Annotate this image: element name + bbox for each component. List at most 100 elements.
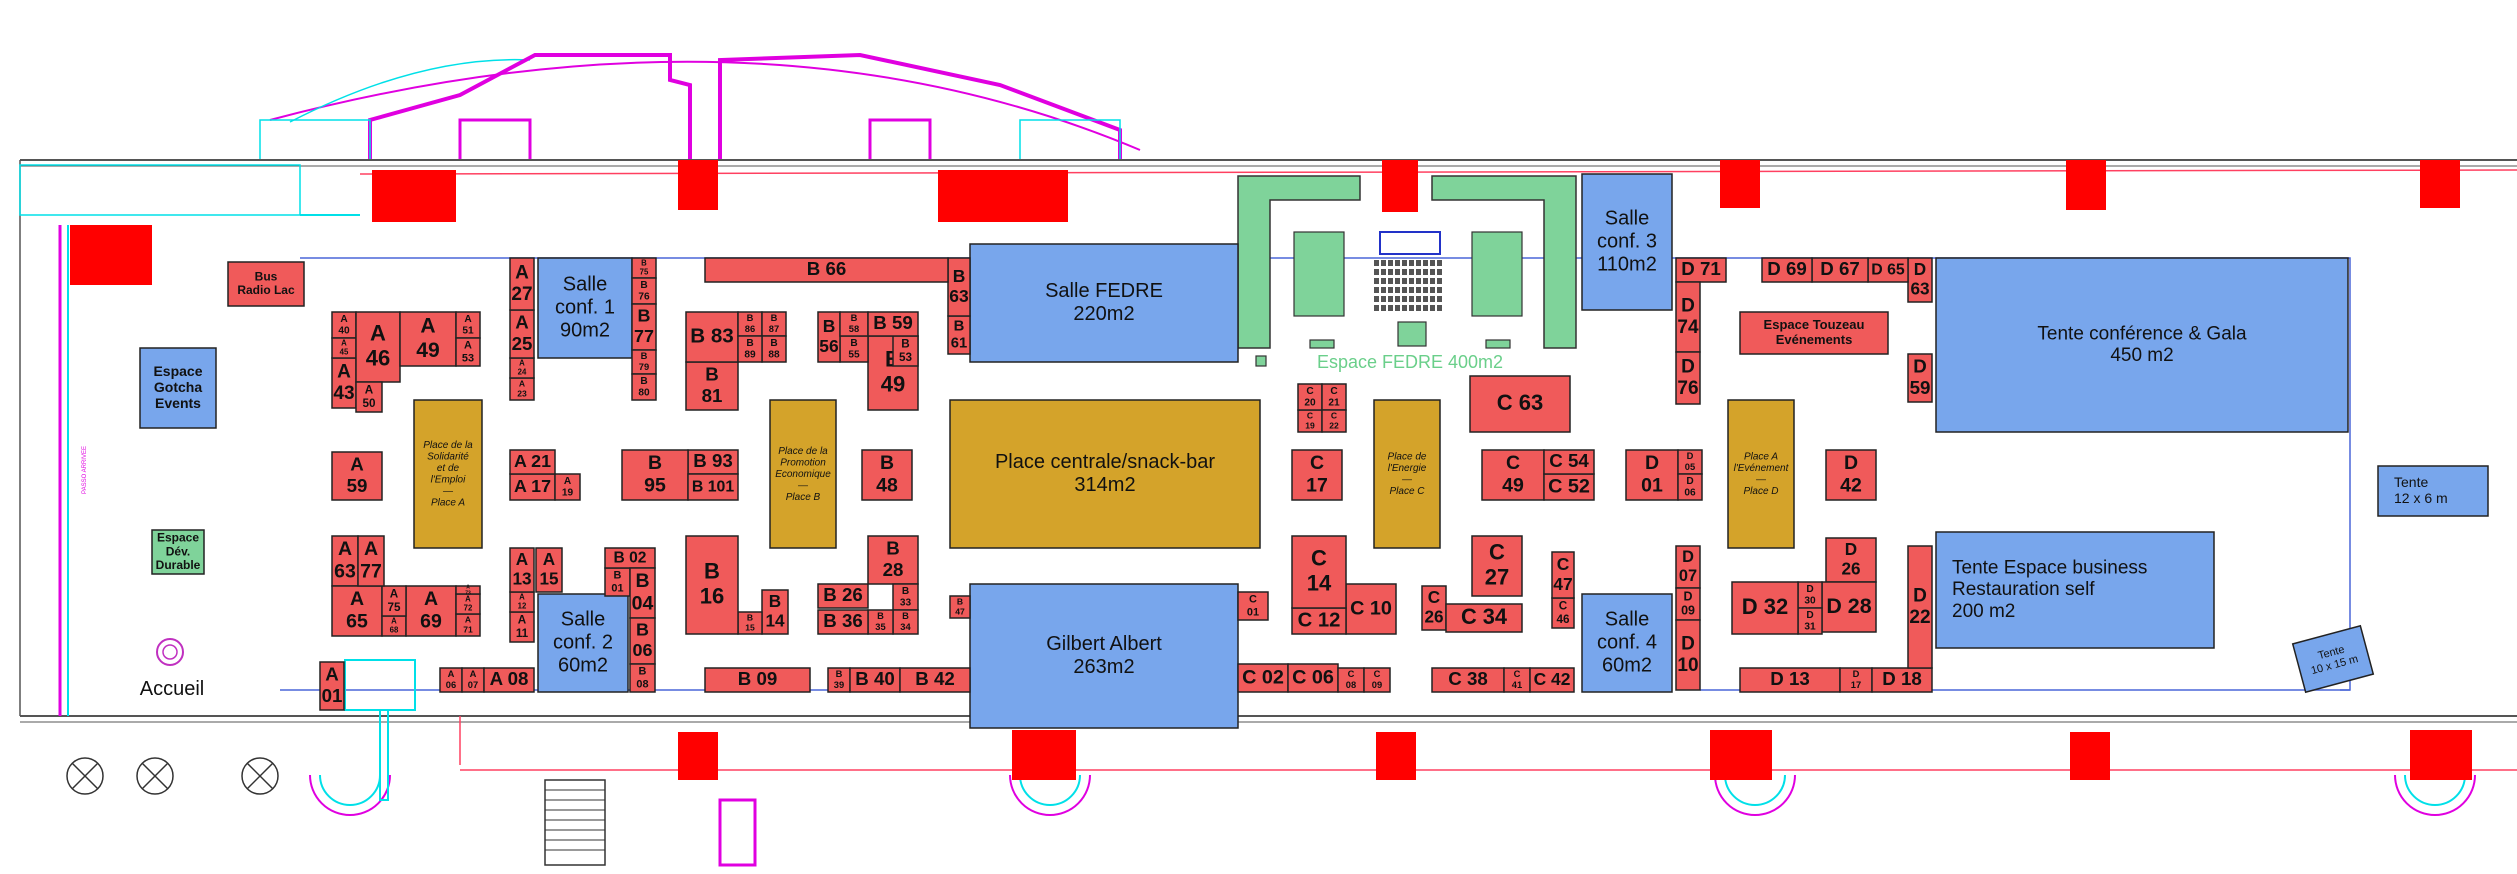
pillar bbox=[678, 160, 718, 210]
stand-c54-box bbox=[1543, 449, 1595, 475]
fedre-seat bbox=[1409, 278, 1414, 284]
fedre-block bbox=[1255, 355, 1267, 367]
stand-b79-box bbox=[631, 349, 657, 375]
stand-b63-box bbox=[947, 257, 971, 317]
stand-c12-label: C 12 bbox=[1298, 610, 1341, 632]
stand-b02: B 02 bbox=[604, 547, 656, 569]
stand-b40-box bbox=[849, 667, 901, 693]
room-tente-10x15: Tente10 x 15 m bbox=[2291, 624, 2375, 694]
stand-a01-box bbox=[319, 661, 345, 711]
stand-d13-box bbox=[1739, 667, 1841, 693]
stand-c42: C 42 bbox=[1529, 667, 1575, 693]
fedre-block bbox=[1293, 231, 1345, 317]
stand-d71-box bbox=[1675, 257, 1727, 283]
stand-d13-label: D 13 bbox=[1770, 668, 1810, 689]
fedre-stage bbox=[1379, 231, 1441, 255]
wall-pillars bbox=[70, 160, 2472, 780]
stand-b40: B 40 bbox=[849, 667, 901, 693]
stand-a53-box bbox=[455, 337, 481, 367]
stand-a69-box bbox=[405, 585, 457, 637]
stand-d07-box bbox=[1675, 545, 1701, 589]
room-salle-conf-3-box bbox=[1581, 173, 1673, 311]
upper-structure-left bbox=[368, 53, 692, 160]
fedre-seat bbox=[1416, 278, 1421, 284]
top-arc-roof bbox=[269, 60, 1141, 151]
stand-b09-box bbox=[704, 667, 811, 693]
stand-d74-box bbox=[1675, 281, 1701, 353]
stand-b42: B 42 bbox=[899, 667, 971, 693]
stand-b42-box bbox=[899, 667, 971, 693]
stand-a15-box bbox=[535, 547, 563, 593]
stand-b26-label: B 26 bbox=[823, 584, 863, 605]
fedre-seat bbox=[1402, 305, 1407, 311]
fedre-seat bbox=[1395, 305, 1400, 311]
accueil-icon bbox=[156, 638, 184, 666]
pillar bbox=[2410, 730, 2472, 780]
stand-b77-box bbox=[631, 303, 657, 351]
fedre-seat bbox=[1409, 305, 1414, 311]
fedre-seat bbox=[1423, 305, 1428, 311]
pillar bbox=[372, 170, 456, 222]
stand-d69-box bbox=[1761, 257, 1813, 283]
stand-c10-box bbox=[1345, 583, 1397, 635]
stand-c52: C 52 bbox=[1543, 473, 1595, 501]
stand-c49-box bbox=[1481, 449, 1545, 501]
pillar bbox=[938, 170, 1068, 222]
room-tente-conference-box bbox=[1935, 257, 2349, 433]
place-place-b-promotion-box bbox=[769, 399, 837, 549]
fedre-seat bbox=[1437, 278, 1442, 284]
fedre-seat bbox=[1423, 260, 1428, 266]
stand-a08-label: A 08 bbox=[490, 668, 529, 689]
fedre-seat bbox=[1430, 296, 1435, 302]
fedre-seat bbox=[1395, 278, 1400, 284]
stand-d67-label: D 67 bbox=[1820, 258, 1860, 279]
stand-c06-box bbox=[1287, 663, 1339, 693]
stand-b26-box bbox=[817, 583, 869, 609]
